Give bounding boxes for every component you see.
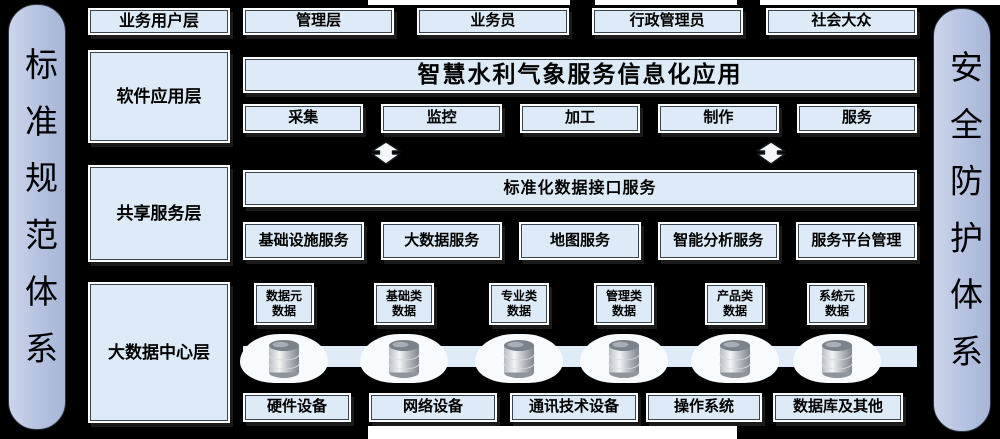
service-box-label: 大数据服务 xyxy=(404,231,480,249)
database-icon xyxy=(821,339,853,379)
data-box-system-meta: 系统元 数据 xyxy=(807,283,867,325)
user-box-clerk: 业务员 xyxy=(417,8,569,35)
database-icon xyxy=(388,339,420,379)
user-box-public: 社会大众 xyxy=(765,8,917,35)
data-box-line2: 数据 xyxy=(722,304,747,318)
user-box-label: 业务员 xyxy=(470,12,516,30)
function-box-monitor: 监控 xyxy=(381,104,502,133)
infra-box-communication: 通讯技术设备 xyxy=(510,393,638,422)
user-box-label: 行政管理员 xyxy=(629,12,705,30)
data-box-management: 管理类 数据 xyxy=(594,283,654,325)
service-box-analysis: 智能分析服务 xyxy=(657,222,779,260)
data-box-line1: 系统元 xyxy=(818,289,855,303)
service-box-infrastructure: 基础设施服务 xyxy=(243,222,365,260)
four-way-arrow-icon xyxy=(371,141,401,165)
infra-box-database-other: 数据库及其他 xyxy=(773,393,903,422)
function-box-label: 加工 xyxy=(565,109,596,127)
function-box-label: 服务 xyxy=(841,109,872,127)
layer-label-text: 软件应用层 xyxy=(116,86,202,106)
layer-label-business-user: 业务用户层 xyxy=(88,8,230,35)
data-box-line2: 数据 xyxy=(271,304,296,318)
security-system-label: 安全防护体系 xyxy=(944,49,981,391)
service-box-label: 服务平台管理 xyxy=(811,231,902,249)
standards-system-label: 标准规范体系 xyxy=(19,46,56,388)
data-box-line2: 数据 xyxy=(611,304,636,318)
service-box-bigdata: 大数据服务 xyxy=(381,222,503,260)
database-icon xyxy=(719,339,751,379)
function-box-collect: 采集 xyxy=(243,104,364,133)
data-box-line1: 专业类 xyxy=(500,289,537,303)
top-edge-notch-2 xyxy=(737,0,760,5)
data-box-line1: 基础类 xyxy=(385,289,422,303)
top-edge-strip xyxy=(368,0,1000,5)
user-box-label: 社会大众 xyxy=(811,12,872,30)
layer-label-software-app: 软件应用层 xyxy=(88,50,230,143)
database-icon xyxy=(268,339,300,379)
user-box-management: 管理层 xyxy=(243,8,395,35)
infra-box-label: 硬件设备 xyxy=(266,398,327,416)
service-box-platform: 服务平台管理 xyxy=(795,222,918,260)
infra-box-label: 网络设备 xyxy=(402,398,463,416)
data-box-line1: 数据元 xyxy=(265,289,302,303)
service-box-map: 地图服务 xyxy=(519,222,641,260)
layer-label-bigdata-center: 大数据中心层 xyxy=(88,282,230,423)
layer-label-shared-service: 共享服务层 xyxy=(88,165,230,262)
infra-box-label: 通讯技术设备 xyxy=(528,398,619,416)
data-box-basic: 基础类 数据 xyxy=(374,283,434,325)
layer-label-text: 业务用户层 xyxy=(118,12,199,30)
user-box-admin: 行政管理员 xyxy=(591,8,743,35)
data-box-professional: 专业类 数据 xyxy=(489,283,549,325)
infra-box-hardware: 硬件设备 xyxy=(243,393,351,422)
infra-box-network: 网络设备 xyxy=(369,393,497,422)
layer-label-text: 大数据中心层 xyxy=(108,342,210,362)
user-box-label: 管理层 xyxy=(296,12,342,30)
function-box-produce: 制作 xyxy=(658,104,779,133)
services-row: 基础设施服务 大数据服务 地图服务 智能分析服务 服务平台管理 xyxy=(243,222,918,260)
data-box-line2: 数据 xyxy=(824,304,849,318)
application-title-banner: 智慧水利气象服务信息化应用 xyxy=(243,57,917,93)
data-box-line1: 管理类 xyxy=(605,289,642,303)
data-interface-banner: 标准化数据接口服务 xyxy=(243,170,917,207)
standards-system-bar: 标准规范体系 xyxy=(8,4,66,430)
data-box-product: 产品类 数据 xyxy=(705,283,765,325)
data-interface-text: 标准化数据接口服务 xyxy=(503,179,657,197)
functions-row: 采集 监控 加工 制作 服务 xyxy=(243,104,918,133)
function-box-label: 监控 xyxy=(426,109,457,127)
service-box-label: 基础设施服务 xyxy=(258,231,349,249)
infra-box-label: 操作系统 xyxy=(673,398,734,416)
layer-label-text: 共享服务层 xyxy=(116,203,202,223)
data-box-line2: 数据 xyxy=(506,304,531,318)
function-box-process: 加工 xyxy=(519,104,641,133)
four-way-arrow-icon xyxy=(756,141,786,165)
function-box-label: 采集 xyxy=(288,109,319,127)
bottom-edge-strip xyxy=(368,426,737,439)
application-title-text: 智慧水利气象服务信息化应用 xyxy=(417,61,743,87)
function-box-label: 制作 xyxy=(703,109,734,127)
data-box-line2: 数据 xyxy=(391,304,416,318)
user-types-row: 管理层 业务员 行政管理员 社会大众 xyxy=(243,8,917,35)
security-system-bar: 安全防护体系 xyxy=(933,8,991,432)
data-box-line1: 产品类 xyxy=(716,289,753,303)
service-box-label: 智能分析服务 xyxy=(673,231,764,249)
infra-box-label: 数据库及其他 xyxy=(792,398,883,416)
service-box-label: 地图服务 xyxy=(550,231,611,249)
data-box-metadata: 数据元 数据 xyxy=(254,283,314,325)
top-edge-notch xyxy=(570,0,595,5)
database-icon xyxy=(503,339,535,379)
database-icon xyxy=(608,339,640,379)
infra-box-os: 操作系统 xyxy=(646,393,762,422)
function-box-service: 服务 xyxy=(796,104,918,133)
